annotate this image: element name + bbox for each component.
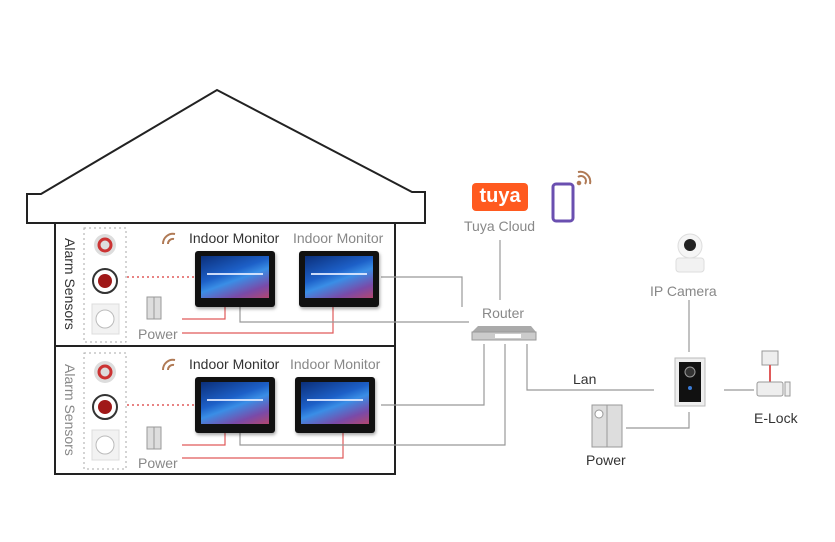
power-label: Power [138, 326, 178, 342]
alarm-sensors-label: Alarm Sensors [62, 238, 78, 330]
power-label: Power [138, 455, 178, 471]
lan-wire [526, 344, 654, 391]
indoor-monitor-device [195, 377, 275, 433]
indoor-monitor-device [195, 251, 275, 307]
power-supply-icon [591, 404, 623, 448]
tuya-cloud-label: Tuya Cloud [464, 218, 536, 234]
door-sensor-icon [91, 303, 120, 335]
wifi-icon [161, 232, 176, 245]
door-station-icon [674, 357, 706, 407]
network-wire [239, 305, 469, 323]
network-wire [239, 344, 506, 446]
alarm-button-icon [92, 394, 118, 420]
power-wire [182, 432, 226, 446]
outdoor-power-wire [626, 412, 690, 429]
indoor-monitor-label: Indoor Monitor [290, 356, 381, 372]
wifi-icon [161, 358, 176, 371]
power-wire [182, 432, 344, 459]
ip-camera-icon [675, 233, 705, 273]
sensor-group-2 [83, 352, 127, 470]
smoke-sensor-icon [94, 361, 116, 383]
alarm-button-icon [92, 268, 118, 294]
outdoor-power-label: Power [586, 452, 626, 468]
phone-icon [551, 182, 575, 223]
router-icon [471, 326, 537, 341]
indoor-monitor-label: Indoor Monitor [293, 230, 384, 246]
indoor-monitor-label: Indoor Monitor [189, 230, 280, 246]
power-wire [182, 305, 226, 320]
door-sensor-icon [91, 429, 120, 461]
tuya-logo: tuya [472, 183, 528, 211]
house-floor-2 [54, 345, 396, 475]
router-label: Router [482, 305, 525, 321]
indoor-monitor-device [295, 377, 375, 433]
wifi-icon [576, 170, 592, 186]
power-supply-icon [146, 296, 162, 320]
network-wire [381, 276, 463, 307]
indoor-monitor-label: Indoor Monitor [189, 356, 280, 372]
sensor-group-1 [83, 227, 127, 343]
elock-icon [756, 350, 791, 397]
lan-label: Lan [573, 371, 597, 387]
elock-label: E-Lock [754, 410, 798, 426]
power-supply-icon [146, 426, 162, 450]
smoke-sensor-icon [94, 234, 116, 256]
ip-camera-label: IP Camera [650, 283, 717, 299]
house-roof [26, 88, 426, 224]
alarm-sensors-label: Alarm Sensors [62, 364, 78, 456]
power-wire [182, 305, 334, 334]
indoor-monitor-device [299, 251, 379, 307]
network-wire [381, 344, 485, 406]
